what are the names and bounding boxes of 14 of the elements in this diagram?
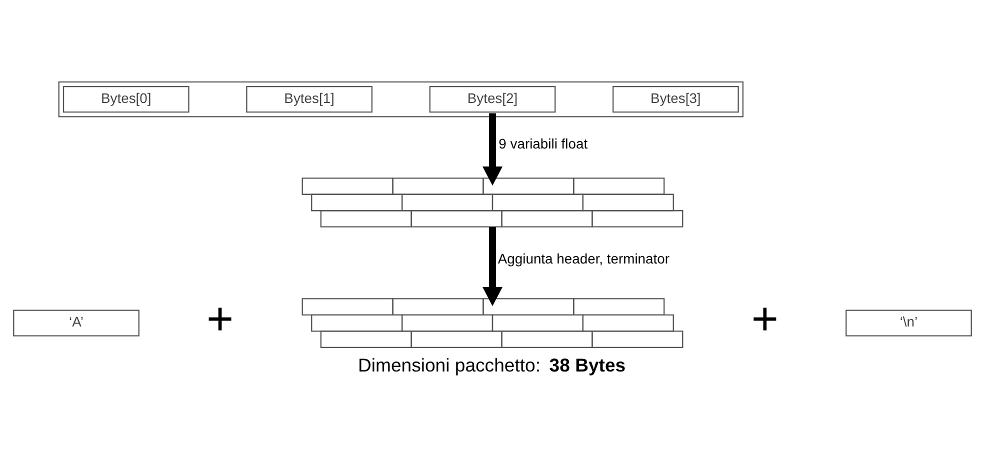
node-box: Bytes[0] [62,85,189,112]
label: + [206,292,234,344]
cluster [58,80,744,117]
node-box: Bytes[2] [428,85,556,112]
arrow [482,112,502,186]
node-box: ‘A’ [12,309,139,336]
edge-label: 9 variabili float [498,135,588,152]
arrow [482,226,502,306]
node-box: ‘\n’ [845,309,972,336]
edge-label: Aggiunta header, terminator [497,250,670,266]
node-box: Bytes[3] [612,85,738,112]
caption: Dimensioni pacchetto: 38 Bytes [358,354,626,376]
node-box: Bytes[1] [246,85,372,112]
label: + [750,292,778,344]
